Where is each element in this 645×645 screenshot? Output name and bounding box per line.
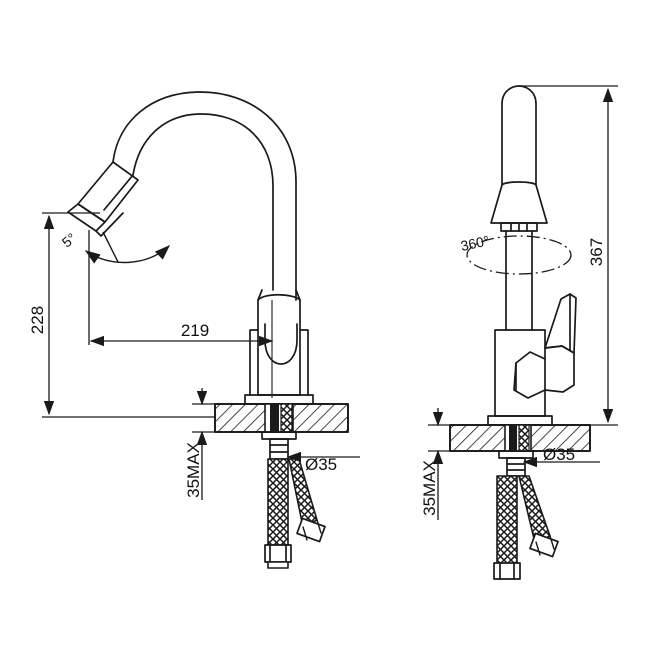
mounting-hardware bbox=[261, 431, 297, 460]
spray-head bbox=[67, 161, 139, 237]
label-dia35-left: Ø35 bbox=[305, 455, 337, 474]
countertop-section-front bbox=[449, 424, 591, 452]
side-view-dimensions bbox=[42, 212, 360, 500]
countertop-section bbox=[214, 403, 349, 433]
supply-hose-front-left bbox=[493, 475, 521, 580]
lever-handle-front bbox=[513, 293, 577, 399]
label-367: 367 bbox=[587, 238, 606, 266]
tilt-arc bbox=[84, 245, 171, 264]
side-view-dimension-labels: 228 219 5° 35MAX Ø35 bbox=[28, 230, 337, 498]
front-view-dimensions bbox=[428, 85, 618, 520]
supply-hose-left bbox=[264, 458, 292, 569]
label-35max-left: 35MAX bbox=[184, 442, 203, 498]
label-35max-right: 35MAX bbox=[420, 460, 439, 516]
riser-column-front bbox=[505, 230, 533, 331]
label-228: 228 bbox=[28, 306, 47, 334]
label-dia35-right: Ø35 bbox=[543, 445, 575, 464]
supply-hose-right bbox=[288, 458, 326, 543]
spout-cone-front bbox=[490, 181, 548, 224]
aerator-ring bbox=[500, 222, 538, 232]
front-view-dimension-labels: 367 360° 35MAX Ø35 bbox=[420, 232, 606, 516]
rotation-ellipse bbox=[466, 235, 572, 275]
label-219: 219 bbox=[181, 321, 209, 340]
spout-outer-profile bbox=[112, 91, 297, 301]
supply-hose-front-right bbox=[518, 475, 559, 558]
tilt-axis-line bbox=[102, 231, 119, 263]
label-360deg: 360° bbox=[459, 232, 491, 254]
spout-inner-profile bbox=[132, 113, 274, 291]
